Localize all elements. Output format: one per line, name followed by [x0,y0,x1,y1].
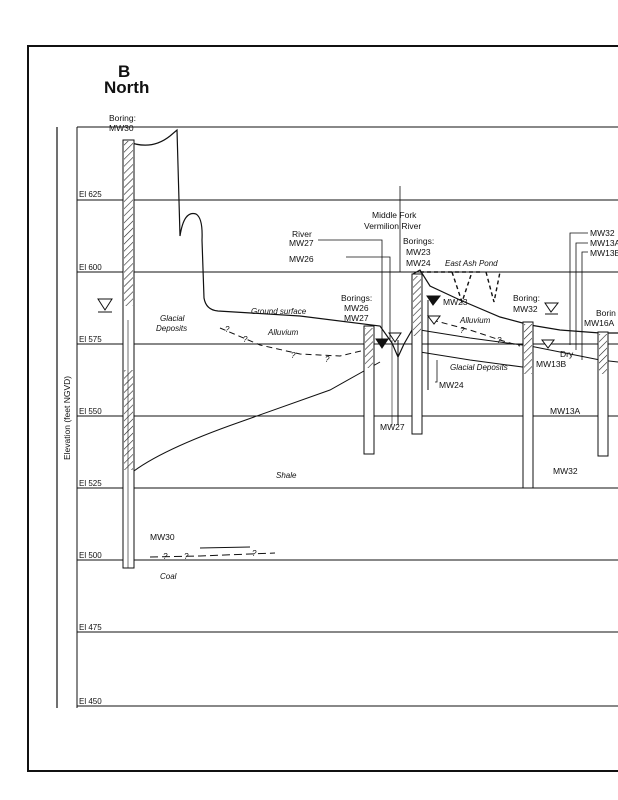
elevation-label: El 475 [79,623,102,632]
label-mw24: MW24 [439,380,464,390]
label-mw13a-callout: MW13A [590,238,618,248]
label-coal: Coal [160,572,177,581]
boring-mw30 [122,139,135,569]
coal-seam-dashed [149,552,276,558]
label-mw13a: MW13A [550,406,581,416]
label-glacial: Glacial [160,314,185,323]
label-question: ? [497,336,502,345]
label-boring-top: Boring: [109,113,136,123]
label-river: River [292,229,312,239]
label-borings-b: Borings: [341,293,372,303]
elevation-label: El 525 [79,479,102,488]
ground-surface-line [123,128,618,359]
label-glacial-deposits: Glacial Deposits [450,363,508,372]
axis-title: Elevation (feet NGVD) [62,376,72,460]
label-question: ? [225,325,230,334]
label-mw23: MW23 [443,297,468,307]
sheet-frame [27,45,618,772]
section-letter: B [118,62,131,81]
label-question: ? [460,326,465,335]
elevation-labels: El 625 El 600 El 575 El 550 El 525 El 50… [79,190,102,706]
plot-frame [56,126,618,708]
label-boring-top-id: MW30 [109,123,134,133]
label-mw13b: MW13B [536,359,567,369]
label-ground-surface: Ground surface [251,307,307,316]
water-level-markers [97,295,560,349]
label-question: ? [252,549,257,558]
label-river-title-1: Middle Fork [372,210,417,220]
elevation-label: El 600 [79,263,102,272]
label-mw30: MW30 [150,532,175,542]
label-alluvium-left: Alluvium [267,328,299,337]
label-boring-right-id: MW16A [584,318,615,328]
label-question: ? [184,552,189,561]
label-river-mw27: MW27 [289,238,314,248]
label-question: ? [325,355,330,364]
elevation-label: El 575 [79,335,102,344]
shale-contact-line [129,361,381,475]
label-boring-right-title: Borin [596,308,616,318]
alluvium-contact-dashed [219,327,366,357]
alluvium-contact-dashed-right [431,319,521,347]
label-east-ash-pond: East Ash Pond [445,259,498,268]
elevation-label: El 550 [79,407,102,416]
label-boring-mw32-title: Boring: [513,293,540,303]
label-dry: Dry [560,349,574,359]
label-mw26-callout: MW26 [289,254,314,264]
section-labels: Boring: MW30 Middle Fork Vermilion River… [109,113,618,581]
elevation-label: El 450 [79,697,102,706]
label-river-title-2: Vermilion River [364,221,421,231]
elevation-gridlines [77,199,618,707]
label-mw27-bottom: MW27 [380,422,405,432]
boring-mw26-mw27 [363,325,399,455]
label-mw32-callout: MW32 [590,228,615,238]
label-question: ? [163,552,168,561]
boring-mw13 [522,321,534,489]
label-borings-a-1: MW23 [406,247,431,257]
boring-mw16a [597,331,609,457]
label-deposits: Deposits [156,324,187,333]
label-mw32-bottom: MW32 [553,466,578,476]
elevation-label: El 500 [79,551,102,560]
label-shale: Shale [276,471,297,480]
coal-seam-line [199,546,251,549]
boring-mw23-mw24 [411,273,429,435]
ash-pond-dashed [420,271,501,305]
label-boring-mw32-id: MW32 [513,304,538,314]
elevation-label: El 625 [79,190,102,199]
label-question: ? [291,351,296,360]
label-alluvium-right: Alluvium [459,316,491,325]
label-borings-a-2: MW24 [406,258,431,268]
label-borings-a: Borings: [403,236,434,246]
glacial-line [419,351,531,369]
callout-leaders [318,186,588,383]
label-borings-b-2: MW27 [344,313,369,323]
section-direction: North [104,78,150,97]
label-question: ? [243,335,248,344]
label-mw13b-callout: MW13B [590,248,618,258]
label-borings-b-1: MW26 [344,303,369,313]
